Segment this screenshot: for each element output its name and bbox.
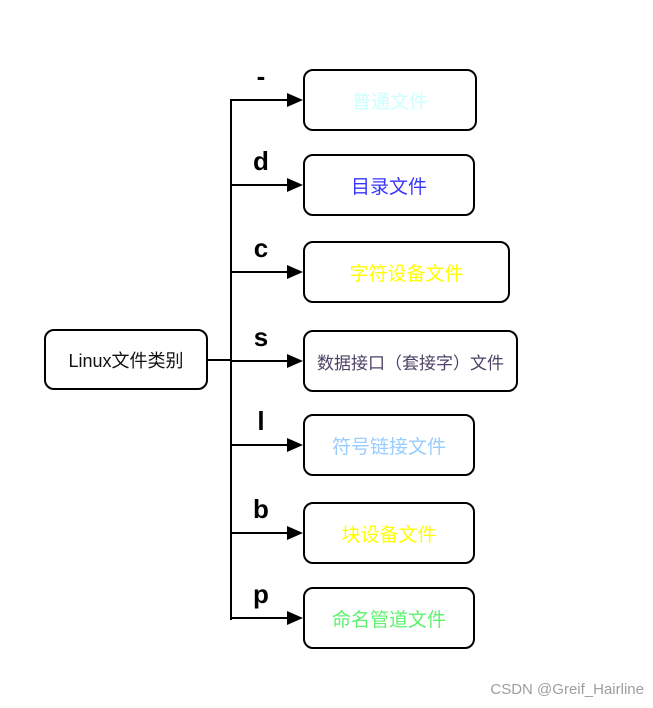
connector-line (231, 99, 289, 101)
connector-line (231, 360, 289, 362)
branch-node-label: 普通文件 (351, 91, 428, 113)
branch-node: 普通文件 (303, 69, 477, 131)
branch-node: 符号链接文件 (303, 414, 475, 476)
branch-node-label: 目录文件 (350, 176, 427, 198)
root-node-linux-file-types: Linux文件类别 (44, 329, 208, 390)
branch-letter: p (253, 579, 269, 609)
watermark: CSDN @Greif_Hairline (490, 681, 644, 698)
branch-node-label: 数据接口（套接字）文件 (317, 353, 504, 373)
branch-node-label: 符号链接文件 (331, 436, 446, 458)
arrowhead-icon (287, 178, 303, 192)
connector-line (231, 444, 289, 446)
branch-node: 目录文件 (303, 154, 475, 216)
root-connector-line (206, 359, 232, 361)
connector-line (231, 184, 289, 186)
branch-letter: l (257, 406, 265, 436)
branch-node: 数据接口（套接字）文件 (303, 330, 518, 392)
branch-letter: b (253, 494, 269, 524)
branch-letter: c (253, 233, 269, 263)
connector-line (231, 271, 289, 273)
trunk-line (230, 99, 232, 620)
branch-node-label: 命名管道文件 (331, 609, 446, 631)
arrowhead-icon (287, 93, 303, 107)
branch-node-label: 字符设备文件 (349, 263, 464, 285)
branch-letter: s (253, 322, 269, 352)
root-node-label: Linux文件类别 (68, 350, 184, 371)
arrowhead-icon (287, 354, 303, 368)
arrowhead-icon (287, 438, 303, 452)
branch-node: 块设备文件 (303, 502, 475, 564)
connector-line (231, 617, 289, 619)
branch-node-label: 块设备文件 (341, 524, 437, 546)
arrowhead-icon (287, 526, 303, 540)
branch-node: 字符设备文件 (303, 241, 510, 303)
branch-letter: - (256, 61, 266, 91)
branch-letter: d (253, 146, 269, 176)
connector-line (231, 532, 289, 534)
branch-node: 命名管道文件 (303, 587, 475, 649)
arrowhead-icon (287, 611, 303, 625)
arrowhead-icon (287, 265, 303, 279)
